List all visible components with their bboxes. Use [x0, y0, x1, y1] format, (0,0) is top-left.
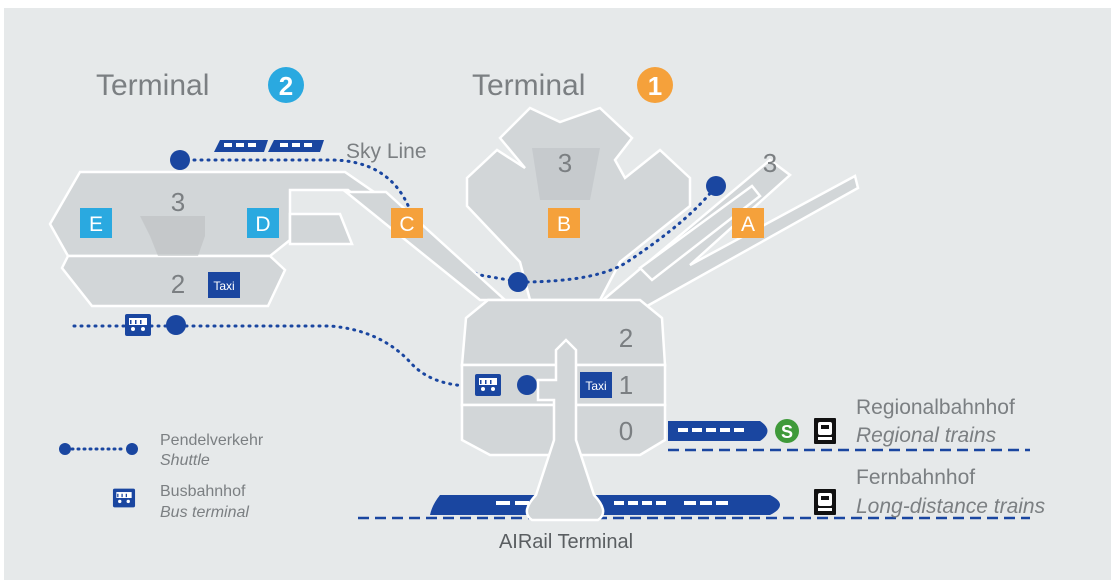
- legend-bus-label: Busbahnhof: [160, 483, 246, 500]
- t2-level-3: 3: [171, 187, 185, 217]
- gate-c-badge[interactable]: C: [391, 208, 423, 238]
- gate-d-letter: D: [255, 213, 270, 236]
- t1-level-1: 1: [619, 370, 633, 400]
- airrail-terminal-label: AIRail Terminal: [499, 531, 633, 553]
- longdistance-db-icon: [814, 489, 836, 515]
- terminal-1-number: 1: [648, 71, 662, 101]
- shuttle-stop-t2: [170, 150, 190, 170]
- legend-shuttle-label: Pendelverkehr: [160, 432, 264, 449]
- t1-b-level-3: 3: [558, 148, 572, 178]
- legend-shuttle-sublabel: Shuttle: [160, 452, 210, 469]
- gate-a-badge[interactable]: A: [732, 208, 764, 238]
- gate-b-badge[interactable]: B: [548, 208, 580, 238]
- shuttle-stop-a: [706, 176, 726, 196]
- terminal-2-building: [48, 170, 402, 308]
- bus-route-t2-t1: [72, 324, 472, 388]
- t2-bus-icon: [125, 314, 151, 336]
- terminal-2-heading: Terminal 2: [96, 67, 304, 103]
- legend: Pendelverkehr Shuttle Busbahnhof Bus ter…: [59, 432, 264, 521]
- skyline-label: Sky Line: [346, 140, 427, 163]
- airrail-connector: [525, 338, 605, 522]
- t1-bus-icon: [475, 374, 501, 396]
- bus-stop-t1: [517, 375, 537, 395]
- terminal-1-building: [342, 106, 860, 457]
- svg-text:Taxi: Taxi: [213, 279, 234, 293]
- gate-a-letter: A: [741, 213, 755, 236]
- legend-bus-sublabel: Bus terminal: [160, 504, 249, 521]
- svg-text:Terminal: Terminal: [472, 69, 585, 102]
- t2-level-2: 2: [171, 269, 185, 299]
- bus-icon: [112, 488, 136, 508]
- regional-station-name: Regionalbahnhof: [856, 396, 1015, 419]
- bus-stop-t2: [166, 315, 186, 335]
- skyline-train: [214, 140, 324, 152]
- gate-b-letter: B: [557, 213, 571, 236]
- longdistance-train: [430, 495, 780, 515]
- regional-train: [668, 421, 768, 441]
- t1-level-2: 2: [619, 323, 633, 353]
- terminal-2-number: 2: [279, 71, 293, 101]
- regional-db-icon: [814, 418, 836, 444]
- svg-text:Terminal: Terminal: [96, 69, 209, 102]
- gate-e-badge[interactable]: E: [80, 208, 112, 238]
- gate-c-letter: C: [399, 213, 414, 236]
- t1-a-level-3: 3: [763, 148, 777, 178]
- t1-taxi-sign: Taxi: [580, 372, 612, 398]
- t2-taxi-sign: Taxi: [208, 272, 240, 298]
- shuttle-stop-t1: [508, 272, 528, 292]
- svg-text:S: S: [781, 422, 793, 442]
- gate-e-letter: E: [89, 213, 103, 236]
- t1-level-0: 0: [619, 416, 633, 446]
- longdistance-station-name: Fernbahnhof: [856, 466, 975, 489]
- regional-station-subtitle: Regional trains: [856, 424, 997, 447]
- terminal-1-heading: Terminal 1: [472, 67, 673, 103]
- sbahn-badge: S: [775, 419, 799, 443]
- skyline-track-t1: [518, 184, 718, 284]
- longdistance-station-subtitle: Long-distance trains: [856, 495, 1046, 518]
- gate-d-badge[interactable]: D: [247, 208, 279, 238]
- shuttle-icon: [59, 443, 138, 455]
- svg-text:Taxi: Taxi: [585, 379, 606, 393]
